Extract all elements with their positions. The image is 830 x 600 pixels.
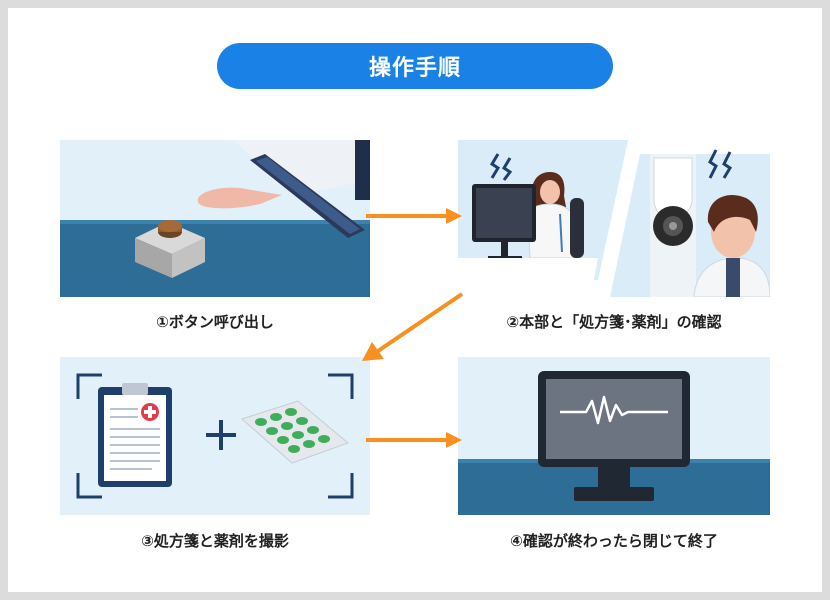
step-4-caption: ④確認が終わったら閉じて終了: [510, 532, 718, 550]
step-1-caption: ①ボタン呼び出し: [156, 313, 274, 331]
step-4-image: [458, 357, 770, 515]
page-title: 操作手順: [217, 43, 613, 89]
step-3-image: [60, 357, 370, 515]
step-2-image: [458, 140, 770, 297]
step-3-caption: ③処方箋と薬剤を撮影: [141, 532, 289, 550]
step-2-caption: ②本部と「処方箋･薬剤」の確認: [506, 313, 722, 331]
step-1-image: [60, 140, 370, 297]
